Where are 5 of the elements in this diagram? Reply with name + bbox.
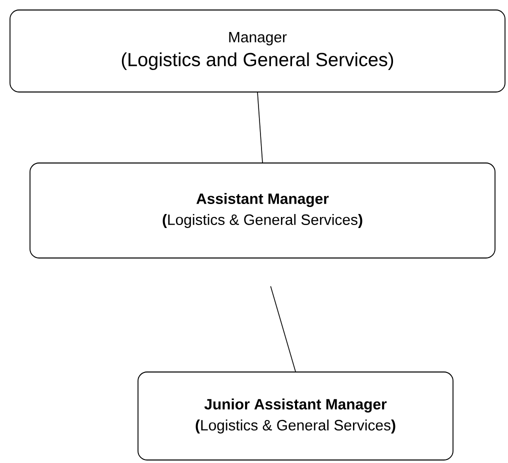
position-box: Manager (Logistics and General Services) xyxy=(10,10,506,92)
position-box: Assistant Manager (Logistics & General Services) xyxy=(30,162,496,258)
position-box: Junior Assistant Manager (Logistics & General Services) xyxy=(138,372,454,460)
connector-line xyxy=(257,92,263,163)
connector-line xyxy=(270,286,296,372)
